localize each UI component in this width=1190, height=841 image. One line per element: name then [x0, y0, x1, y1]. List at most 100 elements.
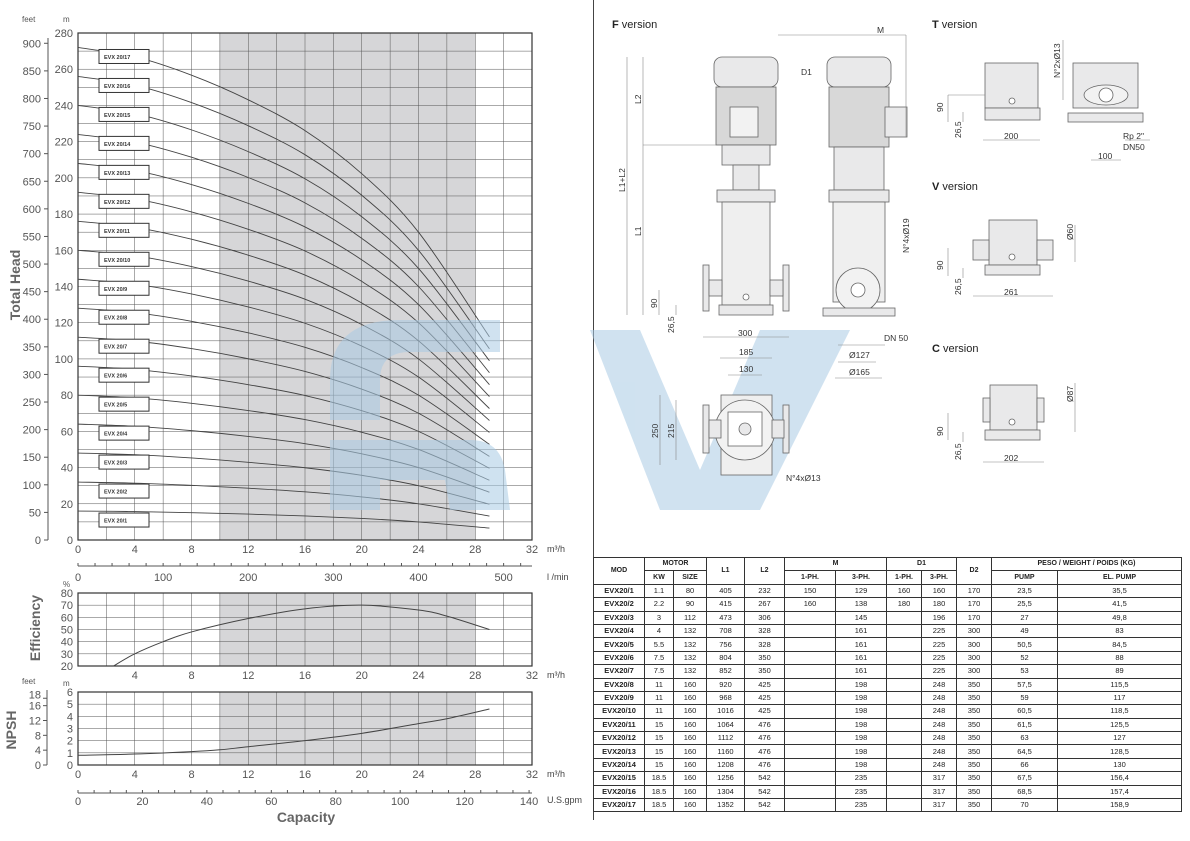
feet-tick-label: 150 — [23, 452, 41, 464]
table-cell: 198 — [835, 690, 887, 706]
x-tick-label: 24 — [412, 769, 424, 781]
col-pump: PUMP — [991, 570, 1058, 585]
table-cell: 115,5 — [1057, 677, 1182, 692]
table-cell — [784, 731, 836, 746]
y-tick-label: 70 — [61, 600, 73, 612]
series-label-box — [98, 396, 150, 412]
x-tick-label: 12 — [242, 769, 254, 781]
table-cell: 350 — [956, 717, 992, 733]
plot-frame — [77, 32, 533, 541]
table-cell — [886, 704, 922, 719]
table-cell: 4 — [644, 623, 674, 639]
watermark-logo — [330, 320, 850, 510]
table-cell: 1064 — [706, 717, 745, 733]
table-cell: 350 — [744, 664, 785, 679]
table-cell: 225 — [921, 650, 957, 666]
table-cell — [784, 677, 836, 692]
table-cell: EVX20/12 — [593, 731, 645, 746]
table-cell — [784, 717, 836, 733]
table-cell — [886, 690, 922, 706]
y-tick-label: 80 — [61, 588, 73, 600]
table-cell: 49,8 — [1057, 610, 1182, 625]
table-cell: EVX20/1 — [593, 583, 645, 599]
table-cell: 128,5 — [1057, 744, 1182, 759]
table-cell: 248 — [921, 717, 957, 733]
table-cell: 542 — [744, 784, 785, 800]
feet-tick-label: 18 — [29, 690, 41, 702]
table-cell: 198 — [835, 677, 887, 692]
table-cell: 350 — [956, 731, 992, 746]
section-divider — [593, 0, 594, 820]
table-cell: 67,5 — [991, 771, 1058, 786]
table-cell — [784, 798, 836, 813]
table-cell: 405 — [706, 583, 745, 599]
lmin-tick-label: 400 — [409, 572, 427, 584]
dim-label: 250 — [650, 424, 660, 438]
table-cell: 89 — [1057, 664, 1182, 679]
table-cell: 248 — [921, 677, 957, 692]
x-tick-label: 12 — [242, 670, 254, 682]
table-cell: 968 — [706, 690, 745, 706]
gpm-tick-label: 120 — [455, 796, 473, 808]
dim-label: L1 — [633, 226, 643, 236]
table-cell — [886, 784, 922, 800]
table-cell: 1160 — [706, 744, 745, 759]
table-cell: 15 — [644, 744, 674, 759]
table-cell: EVX20/15 — [593, 771, 645, 786]
table-cell: 70 — [991, 798, 1058, 813]
table-cell: 132 — [673, 637, 707, 652]
npsh-curve — [77, 708, 490, 756]
series-label-box — [98, 338, 150, 354]
table-cell: EVX20/3 — [593, 610, 645, 625]
table-cell: 198 — [835, 757, 887, 773]
dim-label: L2 — [633, 94, 643, 104]
dim-label: D1 — [801, 67, 812, 77]
table-cell: 118,5 — [1057, 704, 1182, 719]
dim-label: Ø60 — [1065, 224, 1075, 240]
x-tick-label: 24 — [412, 670, 424, 682]
col-d2: D2 — [956, 557, 992, 585]
t-version-title: T version — [932, 19, 977, 31]
feet-tick-label: 350 — [23, 342, 41, 354]
x-tick-label: 32 — [526, 670, 538, 682]
dim-label: 90 — [935, 260, 945, 270]
x-tick-label: 16 — [299, 670, 311, 682]
table-cell: 64,5 — [991, 744, 1058, 759]
table-cell: EVX20/14 — [593, 757, 645, 773]
dim-label: 130 — [739, 364, 753, 374]
table-cell — [886, 744, 922, 759]
table-cell: 350 — [956, 690, 992, 706]
dim-label: 26,5 — [666, 316, 676, 333]
specifications-table: MOD MOTOR L1 L2 M D1 D2 PESO / WEIGHT / … — [593, 556, 1182, 813]
dim-label: 90 — [935, 426, 945, 436]
feet-tick-label: 550 — [23, 231, 41, 243]
dim-label: DN 50 — [884, 333, 908, 343]
x-tick-label: 0 — [75, 769, 81, 781]
table-cell: 1016 — [706, 704, 745, 719]
dim-label: 202 — [1004, 453, 1018, 463]
table-cell — [784, 744, 836, 759]
table-cell — [784, 623, 836, 639]
y-tick-label: 0 — [67, 760, 73, 772]
x-tick-label: 28 — [469, 670, 481, 682]
table-cell: 170 — [956, 583, 992, 599]
x-tick-label: 12 — [242, 544, 254, 556]
table-cell: 300 — [956, 623, 992, 639]
series-label: EVX 20/13 — [104, 171, 130, 177]
dim-label: 261 — [1004, 287, 1018, 297]
table-cell: EVX20/8 — [593, 677, 645, 692]
series-label: EVX 20/11 — [104, 229, 130, 235]
feet-tick-label: 600 — [23, 204, 41, 216]
table-cell: 125,5 — [1057, 717, 1182, 733]
gpm-tick-label: 0 — [75, 796, 81, 808]
table-cell: 476 — [744, 731, 785, 746]
table-cell: 90 — [673, 597, 707, 612]
dim-label: 26,5 — [953, 121, 963, 138]
gpm-tick-label: 60 — [265, 796, 277, 808]
